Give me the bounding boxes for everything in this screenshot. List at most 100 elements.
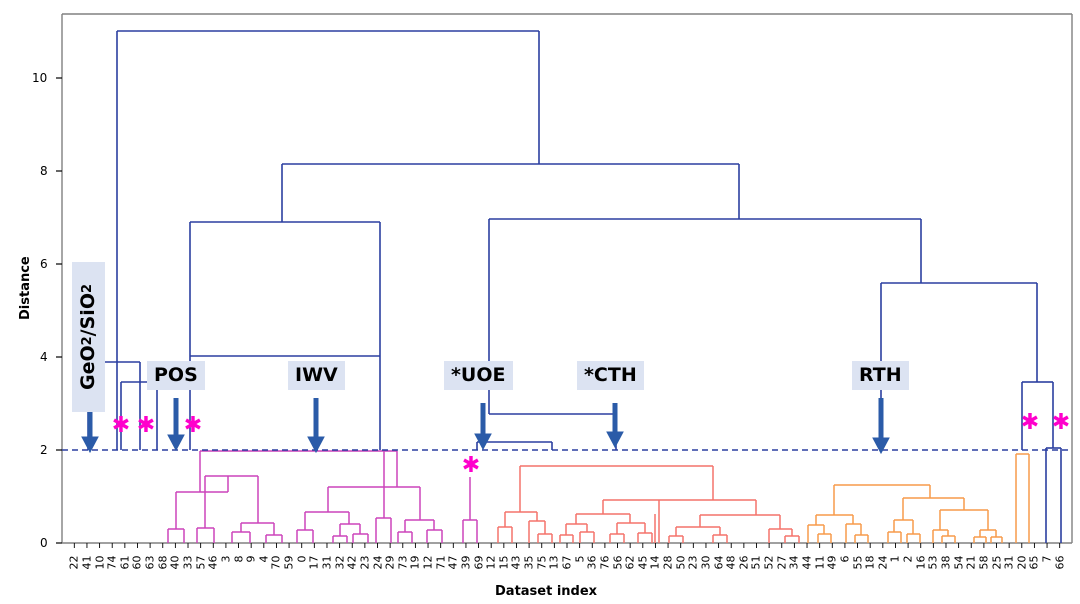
x-tick-label: 51 xyxy=(749,555,763,570)
x-tick-label: 75 xyxy=(535,555,549,570)
x-tick-label: 47 xyxy=(446,555,460,570)
x-tick-label: 65 xyxy=(1027,555,1041,570)
x-tick-label: 38 xyxy=(939,555,953,570)
svg-text:✱: ✱ xyxy=(112,413,130,438)
x-tick-label: 15 xyxy=(497,555,511,570)
cluster-label-rth: RTH xyxy=(852,361,909,390)
x-tick-label: 53 xyxy=(926,555,940,570)
x-tick-label: 21 xyxy=(964,555,978,570)
x-tick-label: 20 xyxy=(1015,555,1029,570)
svg-text:✱: ✱ xyxy=(1052,410,1070,435)
x-tick-label: 56 xyxy=(611,555,625,570)
outlier-asterisks: ✱ ✱ ✱ ✱ ✱ ✱ xyxy=(112,410,1070,478)
x-tick-label: 70 xyxy=(269,555,283,570)
y-tick-label-10: 10 xyxy=(32,71,48,85)
cluster-orange-links xyxy=(807,453,1030,543)
cluster-label-uoe: *UOE xyxy=(444,361,513,390)
x-tick-label: 58 xyxy=(977,555,991,570)
x-tick-label: 74 xyxy=(105,555,119,570)
y-tick-label-4: 4 xyxy=(40,350,48,364)
x-tick-label: 68 xyxy=(156,555,170,570)
x-tick-label: 44 xyxy=(800,555,814,570)
x-tick-label: 48 xyxy=(724,555,738,570)
x-tick-label: 35 xyxy=(522,555,536,570)
x-tick-label: 39 xyxy=(459,555,473,570)
x-tick-label: 26 xyxy=(737,555,751,570)
x-tick-label: 12 xyxy=(484,555,498,570)
x-tick-label: 0 xyxy=(295,555,309,563)
cluster-red-links xyxy=(497,465,800,543)
svg-text:✱: ✱ xyxy=(1021,410,1039,435)
x-tick-label: 31 xyxy=(320,555,334,570)
x-tick-label: 5 xyxy=(573,555,587,563)
x-tick-label: 23 xyxy=(358,555,372,570)
x-tick-label: 57 xyxy=(194,555,208,570)
arrow-rth xyxy=(872,398,890,455)
x-tick-label: 46 xyxy=(206,555,220,570)
links-above-threshold xyxy=(87,30,1062,543)
x-tick-label: 27 xyxy=(775,555,789,570)
annotation-arrows xyxy=(81,398,890,455)
cluster-label-iwv: IWV xyxy=(288,361,345,390)
arrow-pos xyxy=(167,398,185,452)
x-tick-label: 64 xyxy=(712,555,726,570)
x-tick-label: 19 xyxy=(408,555,422,570)
x-tick-label: 7 xyxy=(1040,555,1054,563)
arrow-uoe xyxy=(474,403,492,451)
x-tick-label: 67 xyxy=(560,555,574,570)
y-tick-label-6: 6 xyxy=(40,257,48,271)
arrow-iwv xyxy=(307,398,325,454)
x-tick-label: 52 xyxy=(762,555,776,570)
x-tick-label: 30 xyxy=(699,555,713,570)
y-tick-label-8: 8 xyxy=(40,164,48,178)
x-tick-label: 69 xyxy=(472,555,486,570)
x-tick-label: 50 xyxy=(674,555,688,570)
svg-text:✱: ✱ xyxy=(462,453,480,478)
x-tick-label: 34 xyxy=(787,555,801,570)
x-tick-label: 8 xyxy=(232,555,246,563)
x-tick-label: 14 xyxy=(648,555,662,570)
x-tick-label: 59 xyxy=(282,555,296,570)
cluster-uoe-links xyxy=(462,477,478,543)
x-tick-label: 4 xyxy=(257,555,271,563)
x-tick-label: 55 xyxy=(851,555,865,570)
x-tick-label: 3 xyxy=(219,555,233,563)
x-tick-label: 33 xyxy=(181,555,195,570)
x-tick-label: 43 xyxy=(509,555,523,570)
x-tick-label: 10 xyxy=(93,555,107,570)
x-tick-label: 31 xyxy=(1002,555,1016,570)
x-tick-label: 42 xyxy=(345,555,359,570)
cluster-label-cth: *CTH xyxy=(577,361,644,390)
x-tick-label: 13 xyxy=(547,555,561,570)
x-tick-label: 24 xyxy=(876,555,890,570)
x-tick-label: 25 xyxy=(990,555,1004,570)
x-tick-label: 24 xyxy=(371,555,384,570)
x-axis-title: Dataset index xyxy=(495,584,598,599)
x-tick-label: 63 xyxy=(143,555,157,570)
x-tick-label: 32 xyxy=(333,555,347,570)
x-tick-label: 71 xyxy=(434,555,448,570)
x-tick-label: 12 xyxy=(421,555,435,570)
x-tick-label: 23 xyxy=(686,555,700,570)
x-tick-label: 18 xyxy=(863,555,877,570)
x-tick-label: 41 xyxy=(80,555,94,570)
x-tick-label: 73 xyxy=(396,555,410,570)
x-tick-label: 76 xyxy=(598,555,612,570)
y-axis-title: Distance xyxy=(18,256,33,320)
y-tick-marks xyxy=(56,77,62,544)
x-tick-label: 22 xyxy=(67,555,81,570)
x-tick-label: 29 xyxy=(383,555,397,570)
y-tick-label-0: 0 xyxy=(40,536,48,550)
x-tick-label: 11 xyxy=(813,555,827,570)
svg-text:✱: ✱ xyxy=(137,413,155,438)
x-tick-label: 45 xyxy=(636,555,650,570)
x-tick-label: 2 xyxy=(901,555,915,563)
x-tick-label: 28 xyxy=(661,555,675,570)
cluster-label-pos: POS xyxy=(147,361,205,390)
x-tick-label: 1 xyxy=(888,555,902,563)
arrow-cth xyxy=(606,403,624,449)
x-tick-label: 54 xyxy=(952,555,966,570)
x-tick-label: 40 xyxy=(168,555,182,570)
